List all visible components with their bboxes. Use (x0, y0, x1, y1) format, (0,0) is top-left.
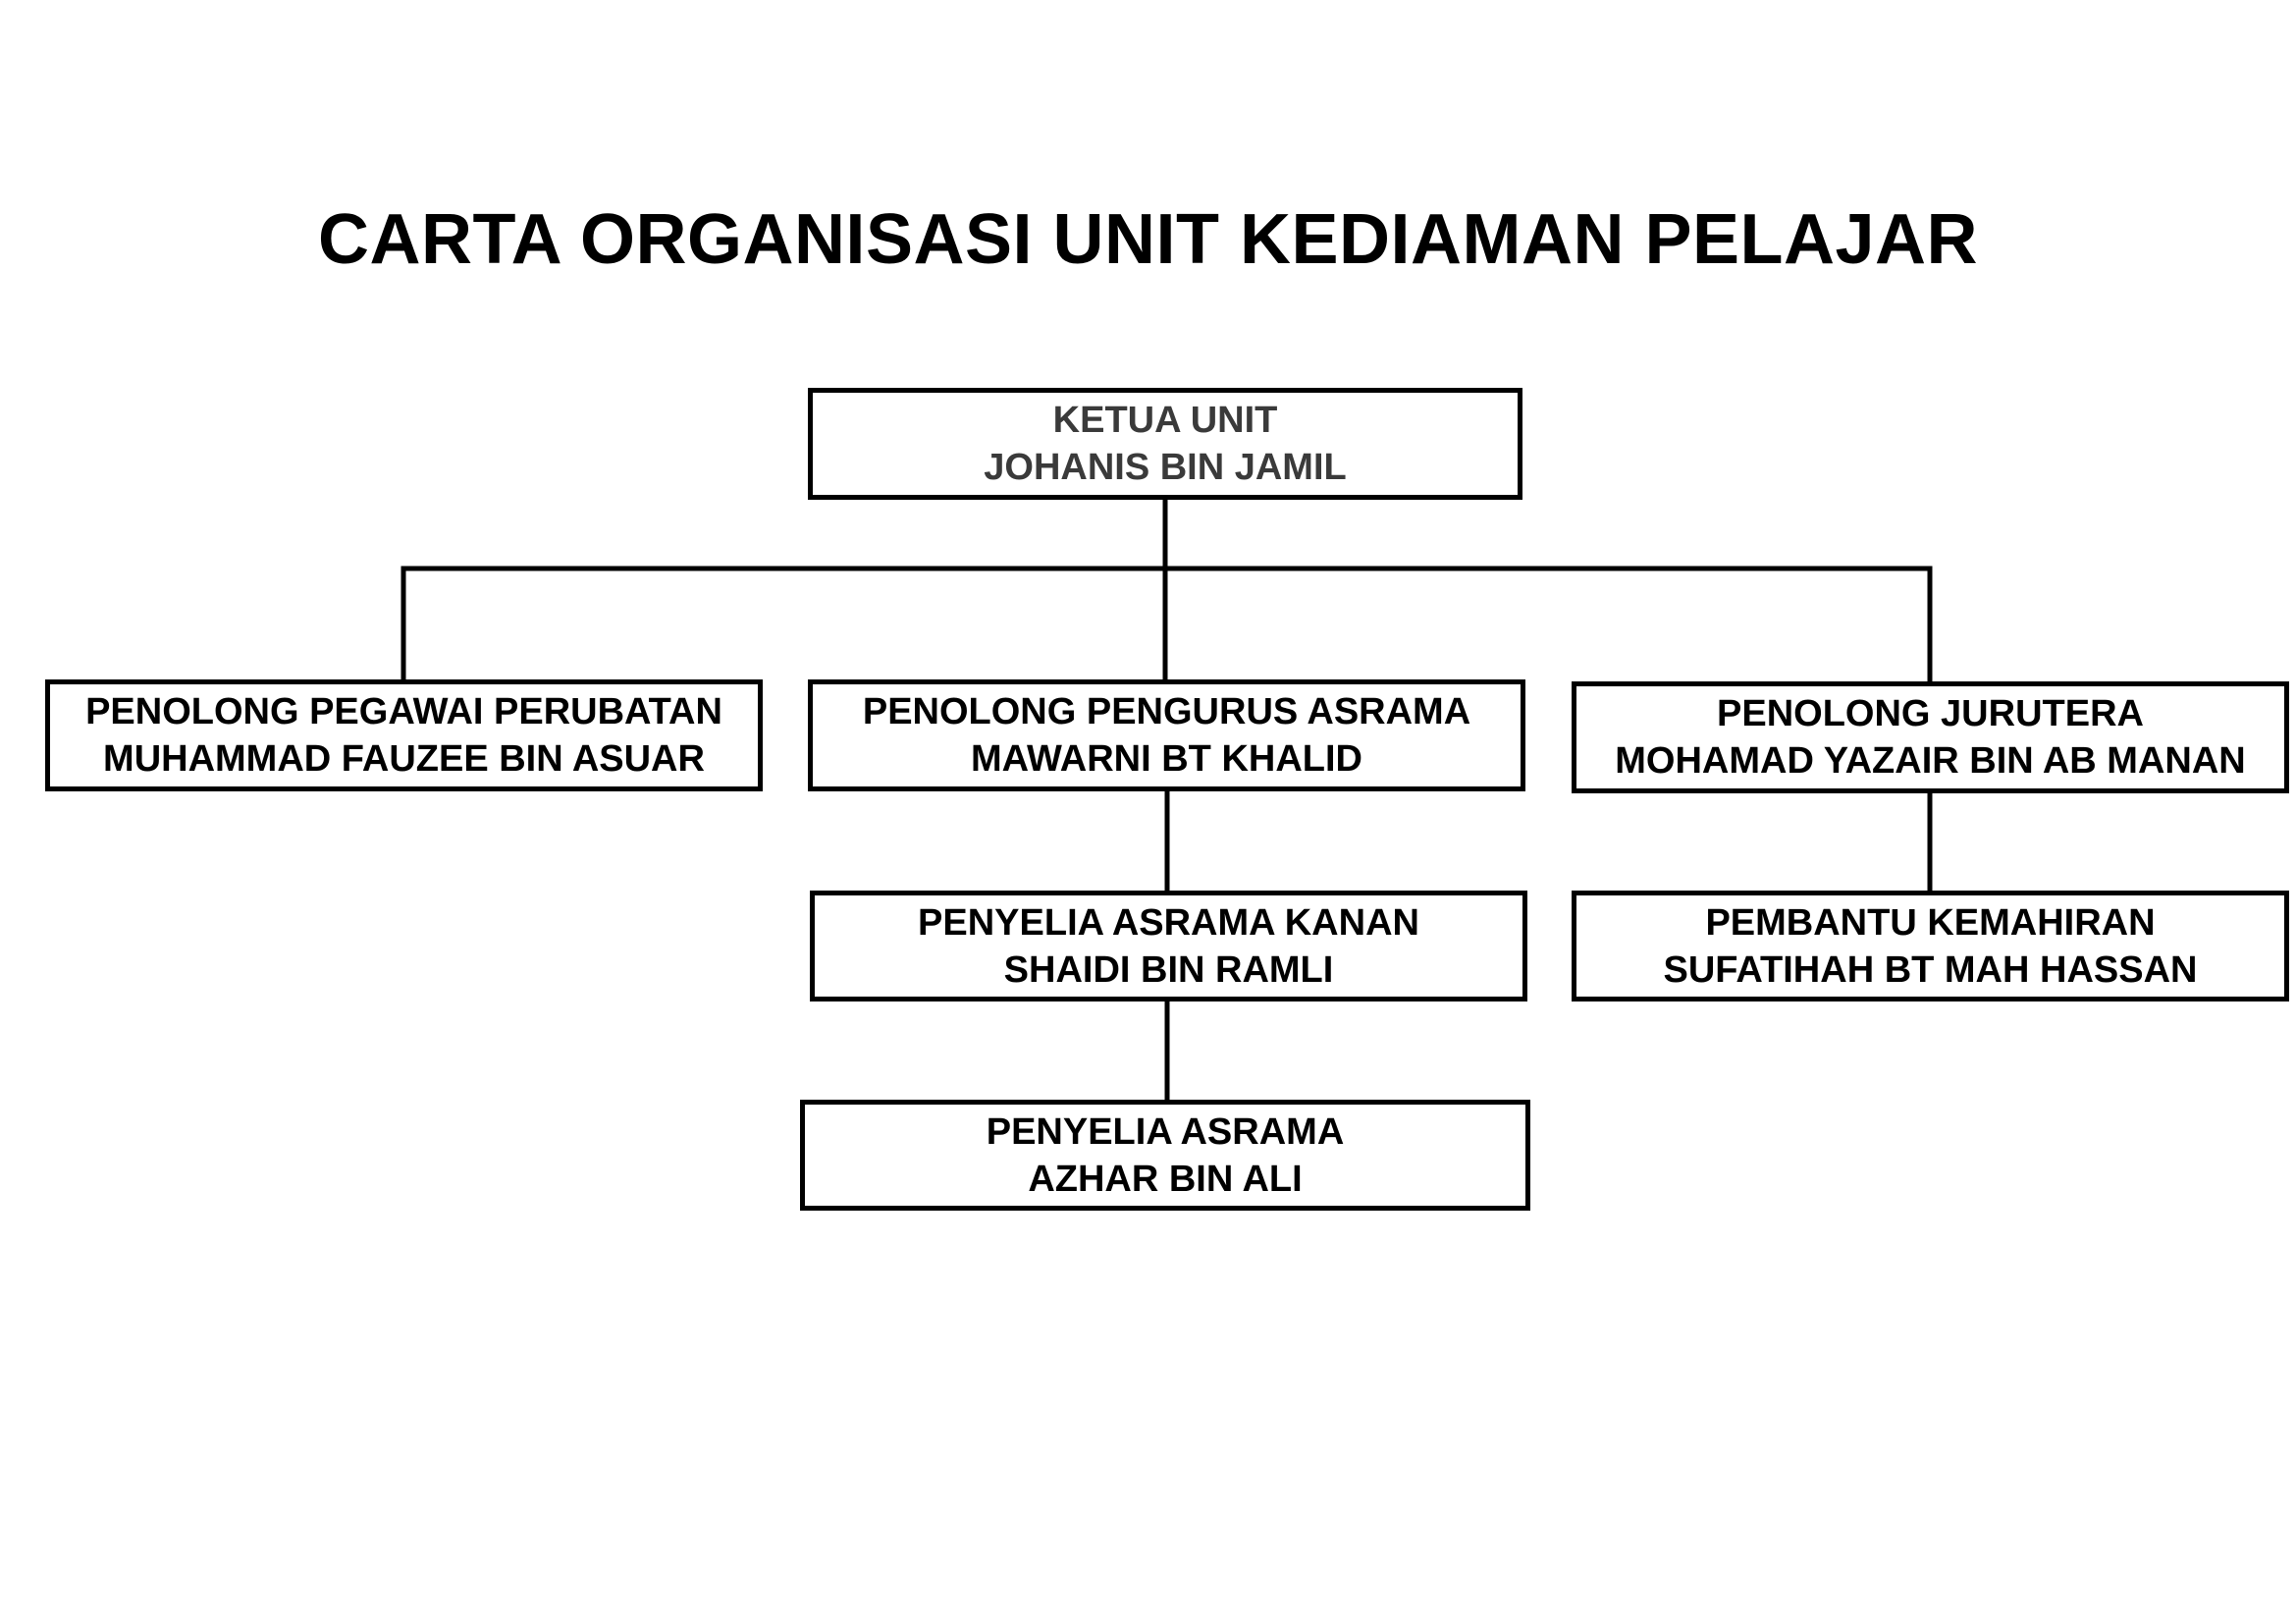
node-penyelia-asrama-kanan: PENYELIA ASRAMA KANAN SHAIDI BIN RAMLI (810, 891, 1527, 1001)
node-ketua-unit: KETUA UNIT JOHANIS BIN JAMIL (808, 388, 1522, 500)
node-role: PENOLONG PEGAWAI PERUBATAN (85, 691, 722, 732)
node-pembantu-kemahiran: PEMBANTU KEMAHIRAN SUFATIHAH BT MAH HASS… (1572, 891, 2289, 1001)
node-person-name: MUHAMMAD FAUZEE BIN ASUAR (103, 738, 705, 780)
node-person-name: SUFATIHAH BT MAH HASSAN (1663, 948, 2198, 991)
node-person-name: MOHAMAD YAZAIR BIN AB MANAN (1615, 740, 2246, 782)
node-role: PENYELIA ASRAMA (986, 1110, 1345, 1153)
node-person-name: SHAIDI BIN RAMLI (1003, 948, 1334, 991)
chart-title: CARTA ORGANISASI UNIT KEDIAMAN PELAJAR (317, 200, 1979, 279)
node-role: PENOLONG PENGURUS ASRAMA (862, 691, 1471, 732)
node-role: PENYELIA ASRAMA KANAN (918, 901, 1419, 944)
node-role: KETUA UNIT (1052, 400, 1278, 441)
node-role: PEMBANTU KEMAHIRAN (1705, 901, 2156, 944)
node-role: PENOLONG JURUTERA (1717, 693, 2144, 734)
node-person-name: JOHANIS BIN JAMIL (984, 447, 1347, 488)
node-penyelia-asrama: PENYELIA ASRAMA AZHAR BIN ALI (800, 1100, 1530, 1211)
node-penolong-jurutera: PENOLONG JURUTERA MOHAMAD YAZAIR BIN AB … (1572, 681, 2289, 793)
node-penolong-pegawai-perubatan: PENOLONG PEGAWAI PERUBATAN MUHAMMAD FAUZ… (45, 679, 763, 791)
node-person-name: AZHAR BIN ALI (1028, 1158, 1303, 1200)
node-penolong-pengurus-asrama: PENOLONG PENGURUS ASRAMA MAWARNI BT KHAL… (808, 679, 1525, 791)
node-person-name: MAWARNI BT KHALID (971, 738, 1362, 780)
